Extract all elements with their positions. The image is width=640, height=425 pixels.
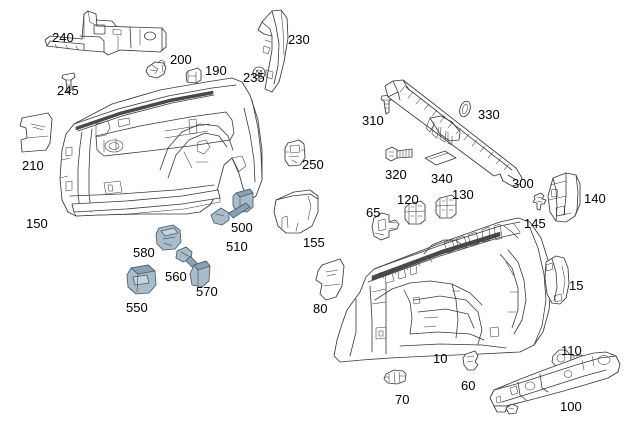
part-130-square-clip-b [435, 194, 457, 219]
part-570-hook-cover-right [189, 260, 211, 288]
part-320-hex-bolt [385, 146, 413, 162]
callout-label-60[interactable]: 60 [461, 378, 476, 393]
callout-label-500[interactable]: 500 [231, 220, 253, 235]
part-10-trunk-side-trim [333, 217, 552, 363]
part-330-oval-cap [459, 100, 471, 118]
callout-label-110[interactable]: 110 [561, 343, 582, 358]
callout-label-240[interactable]: 240 [52, 30, 74, 45]
callout-label-190[interactable]: 190 [205, 63, 227, 78]
part-550-hook-cover-left [126, 264, 157, 295]
callout-label-155[interactable]: 155 [303, 235, 325, 250]
part-510-shoulder-bolt [210, 202, 251, 226]
callout-label-570[interactable]: 570 [196, 284, 218, 299]
part-60-wedge-clip [462, 350, 479, 371]
callout-label-245[interactable]: 245 [57, 83, 79, 98]
part-560-hook-screw [175, 246, 201, 272]
part-155-wheel-arch-cover [273, 189, 319, 234]
part-235-round-grommet [252, 66, 266, 80]
callout-label-120[interactable]: 120 [397, 192, 419, 207]
part-145-christmas-tree-clip [532, 192, 547, 211]
callout-label-65[interactable]: 65 [366, 205, 381, 220]
callout-label-580[interactable]: 580 [133, 245, 155, 260]
part-230-b-pillar-trim [257, 9, 289, 93]
callout-label-10[interactable]: 10 [433, 351, 448, 366]
part-210-insulation-pad [19, 112, 53, 153]
callout-label-230[interactable]: 230 [288, 32, 310, 47]
part-80-corner-insulator [315, 258, 345, 301]
callout-label-15[interactable]: 15 [569, 278, 584, 293]
callout-label-130[interactable]: 130 [452, 187, 474, 202]
callout-label-250[interactable]: 250 [302, 157, 324, 172]
callout-label-145[interactable]: 145 [524, 216, 546, 231]
part-150-side-wall-panel [59, 77, 263, 217]
part-250-lock-clip [284, 139, 306, 167]
callout-label-235[interactable]: 235 [243, 70, 265, 85]
callout-label-140[interactable]: 140 [584, 191, 606, 206]
part-340-adhesive-strip [424, 150, 457, 166]
part-120-square-clip-a [404, 200, 426, 225]
part-65-socket-connector [371, 212, 400, 241]
part-140-d-pillar-bracket [547, 172, 581, 223]
callout-label-320[interactable]: 320 [385, 167, 407, 182]
part-70-small-bracket [383, 369, 407, 385]
part-580-hook-bracket [155, 224, 182, 251]
callout-label-210[interactable]: 210 [22, 158, 44, 173]
callout-label-550[interactable]: 550 [126, 300, 148, 315]
callout-label-300[interactable]: 300 [512, 176, 534, 191]
part-240-roof-rail-bracket [44, 10, 167, 56]
part-100-floor-cross-member [489, 351, 621, 415]
callout-label-330[interactable]: 330 [478, 107, 500, 122]
callout-label-510[interactable]: 510 [226, 239, 248, 254]
callout-label-560[interactable]: 560 [165, 269, 187, 284]
callout-label-310[interactable]: 310 [362, 113, 384, 128]
callout-label-200[interactable]: 200 [170, 52, 192, 67]
callout-label-340[interactable]: 340 [431, 171, 453, 186]
part-200-spring-clip [145, 59, 167, 79]
callout-label-80[interactable]: 80 [313, 301, 328, 316]
callout-label-150[interactable]: 150 [26, 216, 48, 231]
callout-label-100[interactable]: 100 [560, 399, 582, 414]
part-190-retaining-clip [185, 67, 202, 84]
part-15-side-cover-flap [544, 255, 570, 305]
part-245-expanding-rivet [61, 72, 76, 93]
part-300-loading-sill-trim [384, 79, 523, 187]
callout-label-70[interactable]: 70 [395, 392, 410, 407]
